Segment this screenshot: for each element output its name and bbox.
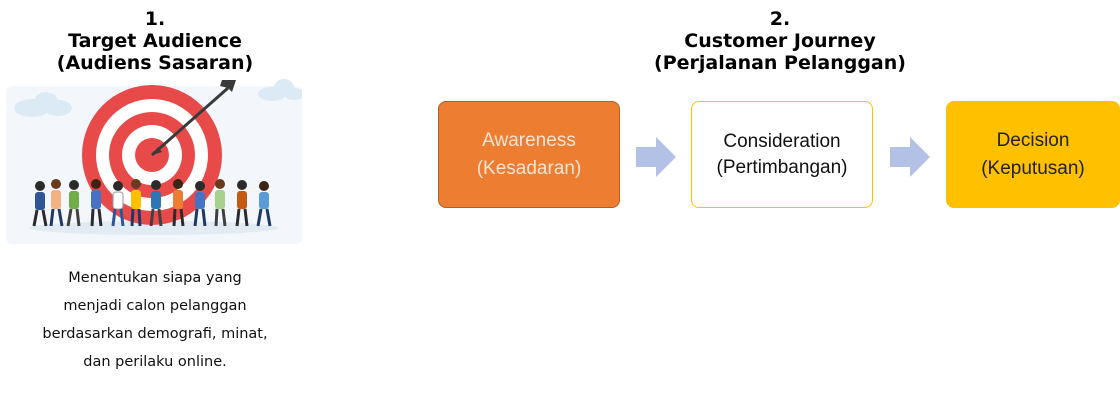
stage-label: Decision	[996, 129, 1070, 151]
target-audience-description: Menentukan siapa yang menjadi calon pela…	[0, 264, 310, 376]
cloud-icon	[258, 79, 304, 101]
customer-journey-heading: 2. Customer Journey (Perjalanan Pelangga…	[600, 8, 960, 74]
stage-sublabel: (Keputusan)	[981, 157, 1085, 179]
stage-sublabel: (Kesadaran)	[476, 157, 582, 179]
arrow-in-target-icon	[151, 80, 236, 157]
description-line: berdasarkan demografi, minat,	[42, 326, 268, 342]
section-2-number: 2.	[769, 8, 791, 30]
section-1-number: 1.	[144, 8, 166, 30]
people-crowd-icon	[32, 179, 272, 227]
right-arrow-icon	[890, 137, 930, 177]
cloud-icon	[14, 92, 72, 117]
description-line: dan perilaku online.	[83, 354, 227, 370]
target-audience-heading: 1. Target Audience (Audiens Sasaran)	[10, 8, 300, 74]
description-line: menjadi calon pelanggan	[63, 298, 247, 314]
target-with-arrow-illustration	[6, 79, 304, 244]
right-arrow-icon	[636, 137, 676, 177]
section-1-subtitle: (Audiens Sasaran)	[56, 52, 254, 74]
description-line: Menentukan siapa yang	[68, 270, 242, 286]
stage-label: Awareness	[482, 129, 576, 151]
section-2-subtitle: (Perjalanan Pelanggan)	[654, 52, 906, 74]
target-audience-illustration	[6, 68, 304, 244]
stage-label: Consideration	[723, 130, 841, 152]
stage-sublabel: (Pertimbangan)	[716, 156, 848, 178]
stage-decision-box: Decision (Keputusan)	[946, 101, 1120, 208]
section-2-title: Customer Journey	[684, 30, 876, 52]
stage-awareness-box: Awareness (Kesadaran)	[438, 101, 620, 208]
section-1-title: Target Audience	[68, 30, 242, 52]
stage-consideration-box: Consideration (Pertimbangan)	[691, 101, 873, 208]
